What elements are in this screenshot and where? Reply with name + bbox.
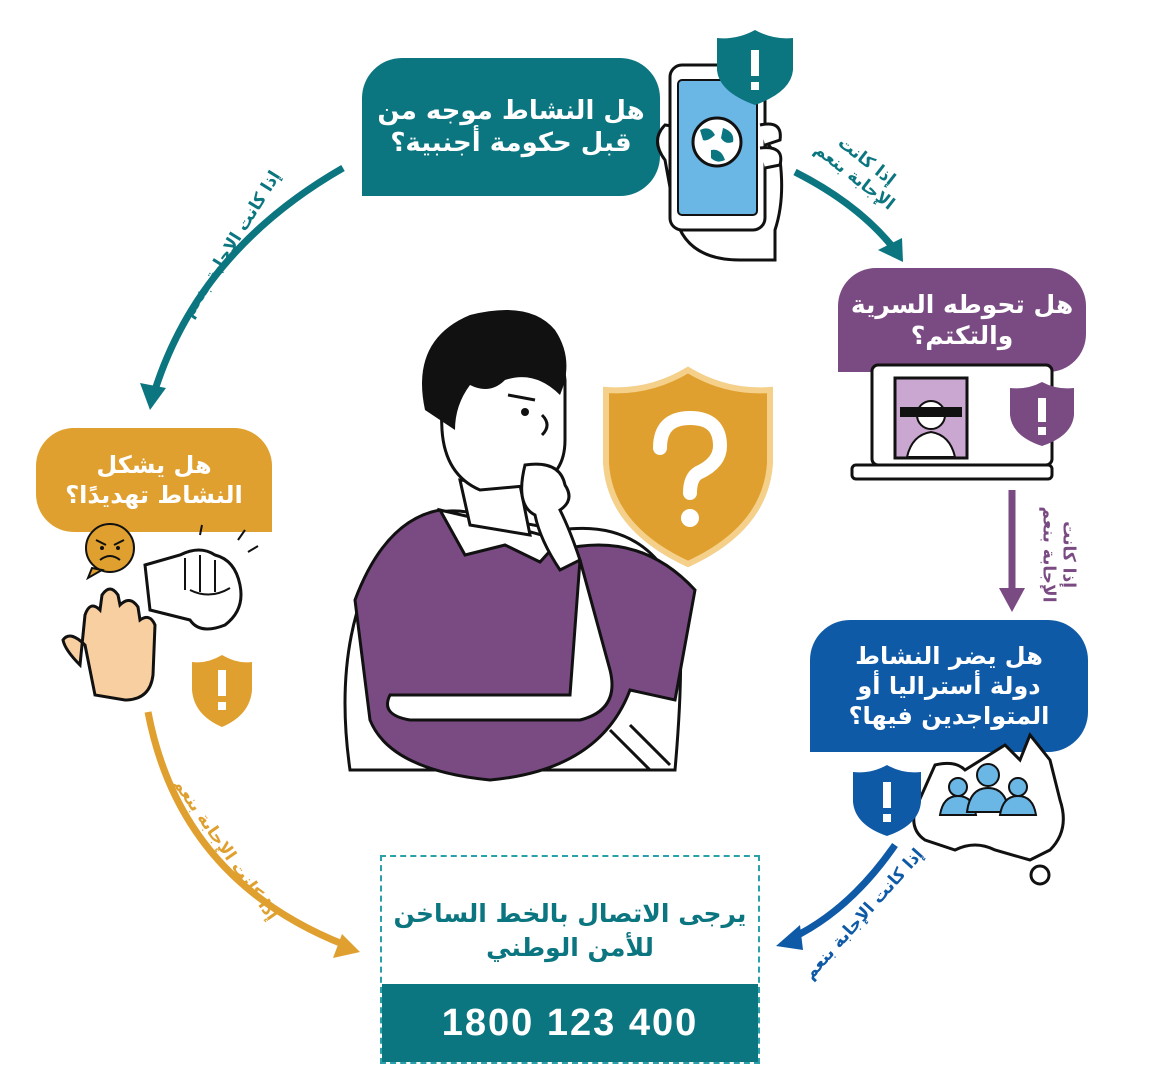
- phone-globe-icon: [656, 30, 793, 262]
- hotline-text: يرجى الاتصال بالخط الساخن للأمن الوطني: [382, 897, 758, 965]
- question-line: هل يشكل: [96, 451, 212, 479]
- laptop-censored-icon: [850, 363, 1074, 481]
- question-line: هل يضر النشاط: [855, 642, 1043, 670]
- hand-icon: [61, 587, 157, 702]
- hotline-number[interactable]: 1800 123 400: [441, 1001, 699, 1044]
- question-harm-australia: هل يضر النشاط دولة أستراليا أو المتواجدي…: [810, 620, 1088, 752]
- yes-label-right-vertical: إذا كانت الإجابة بنعم: [1038, 506, 1079, 603]
- question-foreign-government: هل النشاط موجه من قبل حكومة أجنبية؟: [362, 58, 660, 196]
- question-line: قبل حكومة أجنبية؟: [390, 128, 632, 158]
- fist-icon: [143, 524, 259, 631]
- hotline-text-line: يرجى الاتصال بالخط الساخن: [393, 899, 747, 928]
- question-line: هل النشاط موجه من: [377, 95, 645, 126]
- hotline-box: يرجى الاتصال بالخط الساخن للأمن الوطني 1…: [380, 855, 760, 1064]
- angry-face-icon: [85, 523, 135, 581]
- yes-label-line: الإجابة بنعم: [1038, 506, 1059, 603]
- shield-question-icon: [603, 366, 773, 568]
- question-line: النشاط تهديدًا؟: [65, 481, 243, 509]
- question-line: المتواجدين فيها؟: [848, 702, 1050, 730]
- question-line: والتكتم؟: [910, 321, 1014, 350]
- shield-exclamation-icon: [192, 655, 252, 727]
- thinking-person-icon: [343, 310, 697, 782]
- hotline-number-box: 1800 123 400: [382, 984, 758, 1062]
- question-threatening: هل يشكل النشاط تهديدًا؟: [36, 428, 272, 532]
- question-line: هل تحوطه السرية: [850, 289, 1074, 319]
- australia-map-icon: [853, 732, 1065, 886]
- yes-label-line: إذا كانت: [1058, 521, 1079, 589]
- question-secrecy: هل تحوطه السرية والتكتم؟: [838, 268, 1086, 372]
- hotline-text-line: للأمن الوطني: [486, 932, 654, 962]
- question-line: دولة أستراليا أو: [857, 672, 1041, 700]
